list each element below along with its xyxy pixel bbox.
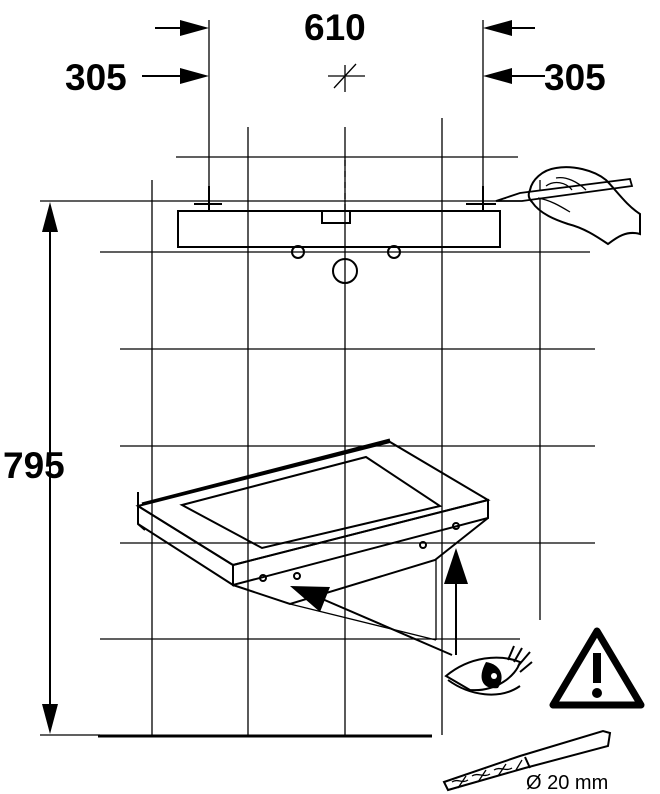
alignment-arrows [290, 548, 468, 656]
tile-grid [100, 118, 595, 735]
drill-diameter-label: Ø 20 mm [526, 772, 608, 794]
right-offset-label: 305 [544, 57, 606, 98]
wall-bracket [177, 160, 501, 284]
cooker-hood [135, 438, 491, 641]
total-width-label: 610 [304, 7, 366, 48]
width-dimension [142, 20, 545, 205]
hand-with-pencil-icon [495, 166, 641, 246]
height-dimension [40, 200, 500, 736]
warning-triangle-icon [549, 627, 645, 709]
eye-icon [444, 645, 533, 696]
height-dimension-label: 795 [3, 445, 65, 486]
left-offset-label: 305 [65, 57, 127, 98]
drill-bit-icon [442, 729, 612, 792]
